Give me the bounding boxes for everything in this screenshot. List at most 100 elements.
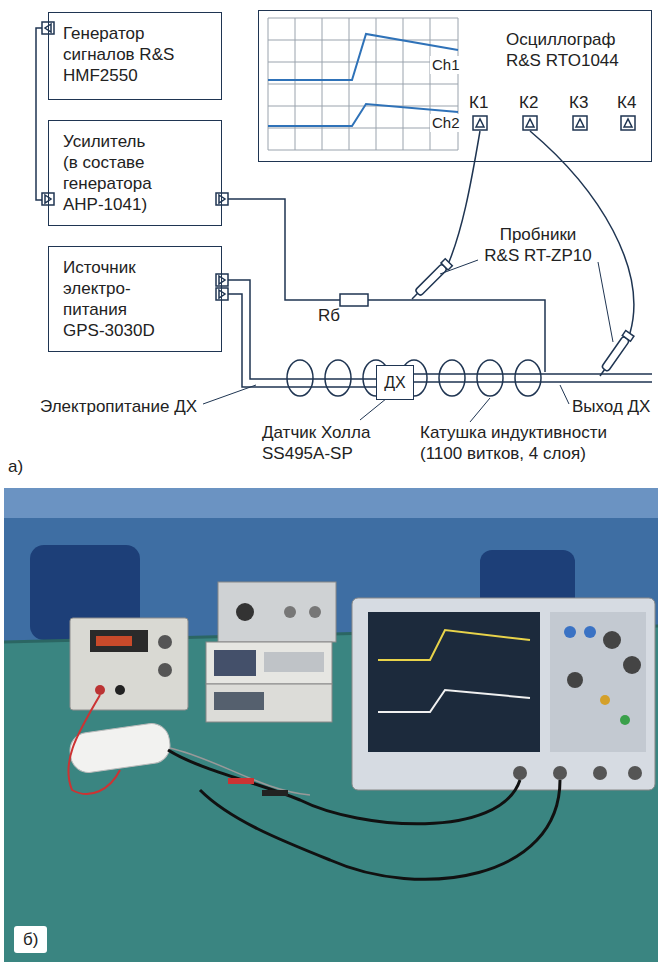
instrument-box: Усилитель (в составе генератора АНР-1041… (48, 120, 222, 226)
scope-input (624, 119, 632, 127)
connector-jack (216, 288, 228, 300)
screen-trace (378, 630, 530, 660)
probe-collar (441, 259, 452, 270)
drive-wire (228, 199, 545, 372)
channel-label: Ch2 (430, 114, 462, 132)
connector-jack (216, 274, 228, 286)
resistor-label: Rб (318, 305, 340, 326)
probe-symbol (596, 331, 634, 379)
knob (603, 631, 621, 649)
wall (4, 488, 658, 962)
input-label: К2 (519, 92, 538, 113)
power-supply (70, 618, 188, 710)
instrument-box: Источник электро-питания GPS-3030D (48, 246, 222, 352)
wire (68, 695, 120, 794)
box-text: Источник электро-питания GPS-3030D (63, 257, 161, 341)
scope-input (573, 116, 587, 130)
probe-collar (622, 331, 634, 342)
generator-keys (264, 652, 324, 672)
coil-turn (325, 360, 351, 396)
callout-label: Электропитание ДХ (40, 396, 197, 417)
connector-jack (219, 195, 225, 203)
clip (228, 778, 254, 784)
cable (168, 750, 520, 824)
input-label: К4 (617, 92, 636, 113)
wire (228, 294, 376, 387)
probe-body (601, 336, 629, 372)
terminal (95, 685, 105, 695)
connector-jack (219, 290, 225, 298)
button (620, 715, 630, 725)
terminal (115, 685, 125, 695)
bnc-jack (553, 766, 567, 780)
probe-cable (449, 131, 480, 262)
probe-symbol (408, 259, 452, 303)
input-label: К1 (469, 92, 488, 113)
wire (36, 28, 42, 200)
connector-jack (219, 276, 225, 284)
coil-turn (477, 360, 503, 396)
button (600, 695, 610, 705)
generator-unit (206, 642, 332, 684)
knob (158, 635, 172, 649)
probe-label: Пробники R&S RT-ZP10 (482, 224, 594, 266)
bnc-jack (593, 766, 607, 780)
box-text: ДХ (384, 372, 406, 393)
schematic (42, 18, 652, 422)
knob (567, 672, 583, 688)
probe-tip (412, 293, 418, 299)
screen-trace (378, 690, 530, 712)
scope-input (473, 116, 487, 130)
meter-screen (214, 692, 264, 710)
meter-unit (206, 684, 332, 722)
wire-connector (228, 280, 376, 387)
resistor-symbol (340, 294, 368, 306)
clip (262, 790, 288, 796)
leader-line (470, 398, 490, 422)
button (564, 626, 576, 638)
power-readout (96, 636, 132, 646)
box-text: Осциллограф R&S RTO1044 (506, 29, 631, 71)
bnc-jack (513, 766, 527, 780)
coil-turn (287, 360, 313, 396)
probe-tip (600, 369, 605, 376)
sensor-box: ДХ (376, 365, 414, 400)
wire-connector (36, 28, 42, 200)
scope-input (476, 119, 484, 127)
probe-body (415, 264, 448, 297)
connector-jack (216, 193, 228, 205)
photo (4, 488, 658, 962)
panel-letter: б) (14, 926, 47, 953)
wire (170, 748, 310, 795)
scope-input (576, 119, 584, 127)
oscilloscope-screen (368, 612, 540, 752)
leader-line (440, 260, 613, 342)
box-text: Генератор сигналов R&S HMF2550 (63, 23, 177, 86)
oscilloscope-box: Осциллограф R&S RTO1044 (258, 10, 652, 162)
instrument-box: Генератор сигналов R&S HMF2550 (48, 12, 222, 100)
callout-label: Датчик Холла SS495A-SP (262, 422, 392, 464)
wire (228, 280, 376, 379)
input-label: К3 (569, 92, 588, 113)
control-panel (550, 612, 646, 752)
panel-letter: а) (8, 456, 23, 477)
callout-label: Выход ДХ (572, 396, 650, 417)
cable (200, 780, 560, 879)
knob (623, 656, 641, 674)
power-display (90, 630, 148, 652)
ceiling (4, 488, 658, 518)
coil-turn (439, 360, 465, 396)
bnc-jack (628, 766, 642, 780)
scope-input (621, 116, 635, 130)
bnc-jack (309, 606, 321, 618)
callout-label: Катушка индуктивности (1100 витков, 4 сл… (420, 422, 648, 464)
knob (236, 603, 254, 621)
oscilloscope-unit (352, 598, 655, 790)
scope-input (526, 119, 534, 127)
leader-line (203, 385, 256, 404)
bnc-jack (284, 606, 296, 618)
channel-label: Ch1 (430, 56, 462, 74)
coil-symbol (287, 360, 541, 396)
